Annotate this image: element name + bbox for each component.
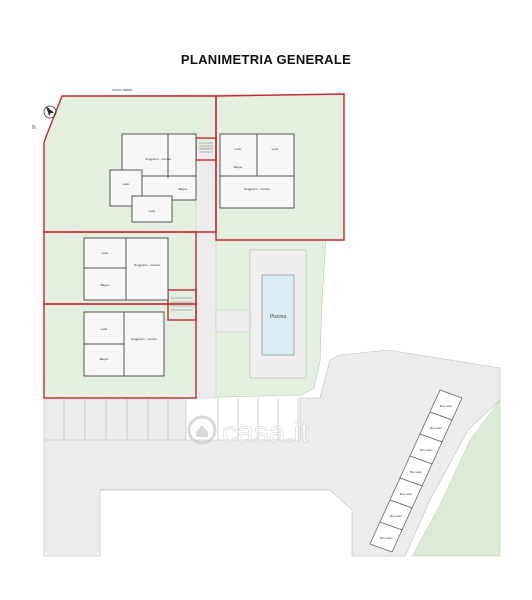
north-arrow-icon	[43, 105, 57, 119]
svg-text:Box auto: Box auto	[440, 404, 452, 408]
watermark-text: casa.it	[222, 416, 309, 449]
svg-text:Letto: Letto	[102, 251, 109, 255]
building-c	[83, 237, 169, 301]
svg-text:Box auto: Box auto	[410, 470, 422, 474]
svg-text:Box auto: Box auto	[430, 426, 442, 430]
svg-text:Bagno: Bagno	[101, 283, 110, 287]
north-label: N	[32, 125, 36, 131]
svg-text:Box auto: Box auto	[390, 514, 402, 518]
svg-text:Letto: Letto	[101, 327, 108, 331]
svg-text:Bagno: Bagno	[100, 357, 109, 361]
svg-text:Letto: Letto	[235, 147, 242, 151]
building-a	[109, 133, 197, 223]
stair-cores	[171, 142, 213, 311]
pool-area: Piscina	[249, 249, 307, 379]
garage-row	[369, 389, 463, 553]
svg-text:Soggiorno - Cucina: Soggiorno - Cucina	[131, 337, 157, 341]
garage-labels: Box auto Box auto Box auto Box auto Box …	[380, 404, 452, 540]
svg-text:Soggiorno - Cucina: Soggiorno - Cucina	[244, 187, 270, 191]
pool-label: Piscina	[270, 314, 286, 320]
building-c-labels: Soggiorno - Cucina Letto Bagno	[101, 251, 161, 287]
svg-text:Soggiorno - Cucina: Soggiorno - Cucina	[134, 263, 160, 267]
svg-text:Letto: Letto	[272, 147, 279, 151]
svg-text:Soggiorno - Cucina: Soggiorno - Cucina	[145, 157, 171, 161]
svg-text:Letto: Letto	[149, 209, 156, 213]
parking-stalls	[44, 398, 330, 491]
building-d	[83, 311, 165, 377]
watermark: casa.it	[187, 415, 310, 449]
building-a-labels: Soggiorno - Cucina Bagno Letto Letto	[123, 157, 188, 213]
svg-text:Box auto: Box auto	[420, 448, 432, 452]
svg-text:Bagno: Bagno	[179, 187, 188, 191]
svg-text:Box auto: Box auto	[380, 536, 392, 540]
property-boundaries	[43, 93, 345, 399]
svg-text:Bagno: Bagno	[234, 165, 243, 169]
building-b-labels: Letto Letto Soggiorno - Cucina Bagno	[234, 147, 279, 191]
building-d-labels: Soggiorno - Cucina Letto Bagno	[100, 327, 158, 361]
building-b	[219, 133, 295, 209]
walkway	[195, 147, 257, 399]
svg-text:Box auto: Box auto	[400, 492, 412, 496]
floor-label: PIANO TERRA	[112, 88, 132, 92]
green-strip	[411, 399, 501, 557]
svg-text:Letto: Letto	[123, 182, 130, 186]
page-title: PLANIMETRIA GENERALE	[180, 52, 352, 67]
